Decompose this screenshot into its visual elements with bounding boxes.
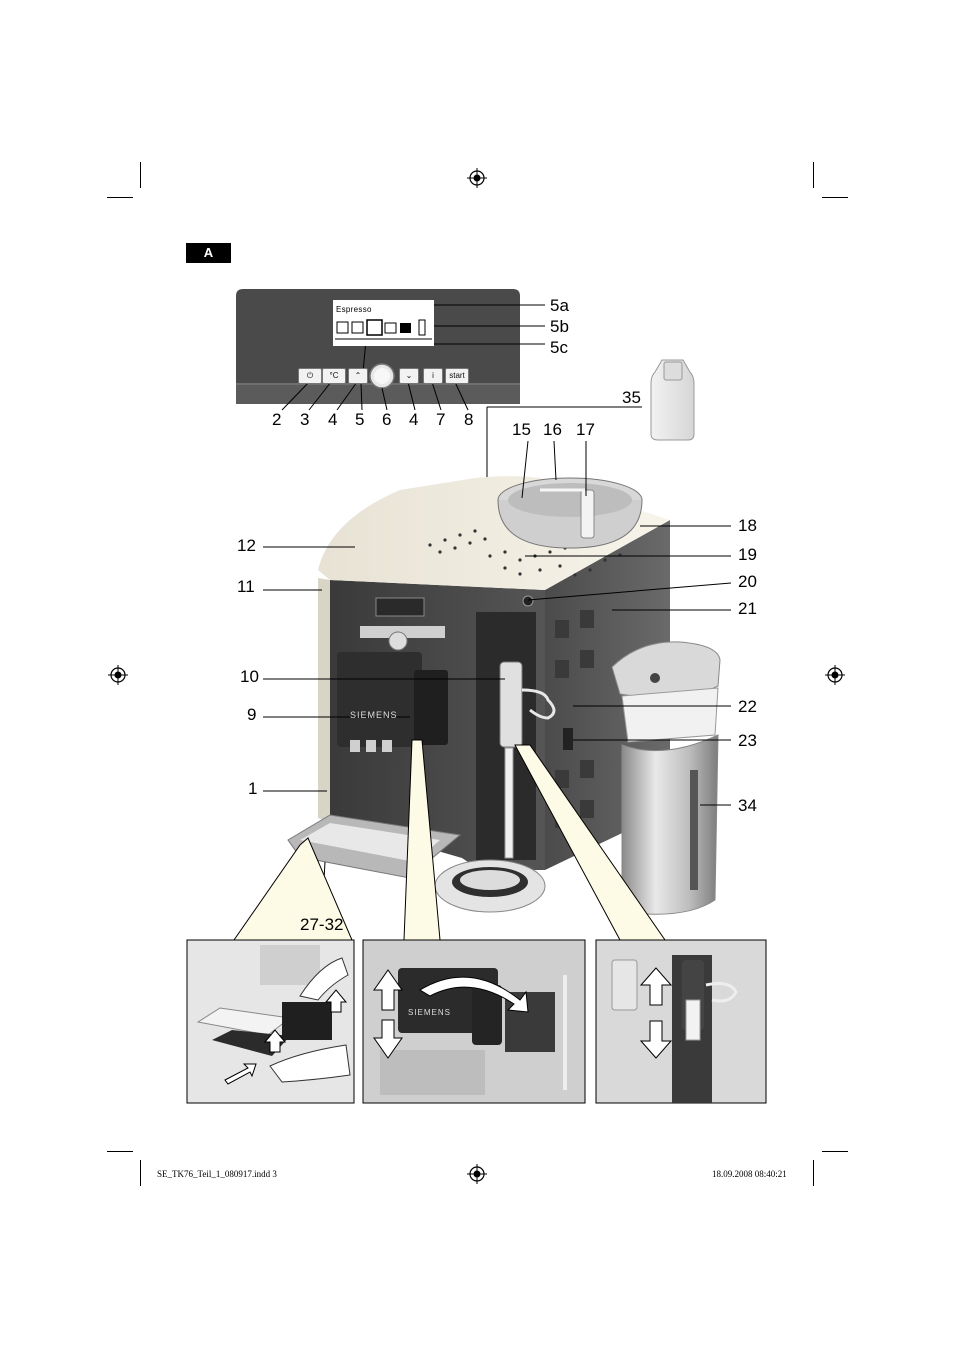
crop-mark: [140, 1160, 141, 1186]
callout-4b: 4: [409, 410, 419, 429]
crop-mark: [107, 197, 133, 198]
crop-mark: [107, 1151, 133, 1152]
temperature-button[interactable]: °C: [322, 368, 346, 384]
callout-5a: 5a: [550, 296, 569, 315]
water-filter: [486, 359, 695, 483]
callout-20: 20: [738, 572, 757, 591]
bean-hopper: [497, 477, 643, 549]
callout-11: 11: [237, 577, 255, 596]
power-button[interactable]: ⏻: [298, 368, 322, 384]
inset-drip-tray: [186, 939, 355, 1104]
milk-container: [611, 641, 721, 915]
registration-mark-icon: [825, 665, 845, 685]
callout-19: 19: [738, 545, 757, 564]
scroll-up-button[interactable]: ⌃: [348, 368, 368, 384]
callout-2: 2: [272, 410, 282, 429]
callout-12: 12: [237, 536, 256, 555]
callout-6: 6: [382, 410, 392, 429]
section-tag: A: [186, 243, 231, 263]
inset-frother: [595, 939, 767, 1104]
scroll-down-button[interactable]: ⌄: [399, 368, 419, 384]
crop-mark: [822, 1151, 848, 1152]
callout-5: 5: [355, 410, 365, 429]
callout-5c: 5c: [550, 338, 568, 357]
callout-4: 4: [328, 410, 338, 429]
callout-7: 7: [436, 410, 446, 429]
display-title: Espresso: [336, 305, 372, 314]
crop-mark: [140, 162, 141, 188]
callout-5b: 5b: [550, 317, 569, 336]
registration-mark-icon: [108, 665, 128, 685]
inset-coffee-outlet: [362, 939, 586, 1104]
callout-34: 34: [738, 796, 757, 815]
callout-3: 3: [300, 410, 310, 429]
callout-17: 17: [576, 420, 595, 439]
crop-mark: [813, 162, 814, 188]
callout-9: 9: [247, 705, 257, 724]
callout-16: 16: [543, 420, 562, 439]
callout-22: 22: [738, 697, 757, 716]
callout-10: 10: [240, 667, 259, 686]
crop-mark: [822, 197, 848, 198]
brand-label-inset: SIEMENS: [408, 1008, 452, 1017]
callout-18: 18: [738, 516, 757, 535]
beverage-icons: [335, 319, 432, 340]
callout-35: 35: [622, 388, 641, 407]
callout-27-32: 27-32: [300, 915, 344, 934]
control-display: Espresso: [333, 300, 434, 346]
registration-mark-icon: [467, 168, 487, 188]
callout-1: 1: [248, 779, 258, 798]
registration-mark-icon: [467, 1164, 487, 1184]
callout-8: 8: [464, 410, 474, 429]
callout-21: 21: [738, 599, 757, 618]
callout-15: 15: [512, 420, 531, 439]
crop-mark: [813, 1160, 814, 1186]
brand-label: SIEMENS: [350, 710, 398, 720]
info-button[interactable]: i: [423, 368, 443, 384]
footer-filename: SE_TK76_Teil_1_080917.indd 3: [157, 1169, 277, 1179]
footer-timestamp: 18.09.2008 08:40:21: [712, 1169, 787, 1179]
start-button[interactable]: start: [445, 368, 469, 384]
callout-23: 23: [738, 731, 757, 750]
